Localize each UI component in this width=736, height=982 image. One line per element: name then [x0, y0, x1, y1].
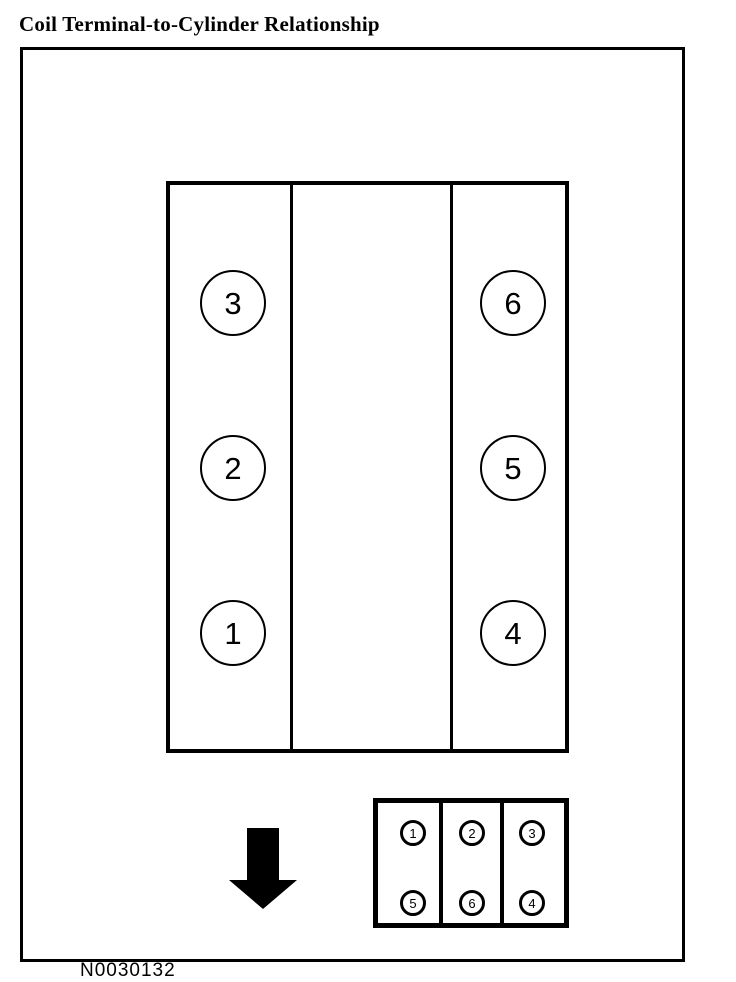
- front-of-engine-arrow: [229, 828, 309, 915]
- coil-terminal-1: 1: [400, 820, 426, 846]
- figure-border: 3 2 1 6 5 4 1 2 3 5 6: [20, 47, 685, 981]
- coil-divider-2: [500, 803, 504, 923]
- coil-terminal-2: 2: [459, 820, 485, 846]
- coil-terminal-5: 5: [400, 890, 426, 916]
- cylinder-marker-3: 3: [200, 270, 266, 336]
- cylinder-marker-4: 4: [480, 600, 546, 666]
- cylinder-marker-5: 5: [480, 435, 546, 501]
- coil-divider-1: [439, 803, 443, 923]
- page-title: Coil Terminal-to-Cylinder Relationship: [19, 12, 380, 36]
- cylinder-marker-1: 1: [200, 600, 266, 666]
- coil-terminal-6: 6: [459, 890, 485, 916]
- coil-terminal-3: 3: [519, 820, 545, 846]
- cylinder-marker-2: 2: [200, 435, 266, 501]
- figure-id-label: N0030132: [80, 960, 176, 981]
- cylinder-marker-6: 6: [480, 270, 546, 336]
- ignition-coil-pack: 1 2 3 5 6 4: [373, 798, 569, 928]
- block-divider-left: [290, 185, 293, 749]
- coil-terminal-4: 4: [519, 890, 545, 916]
- engine-cylinder-block: 3 2 1 6 5 4: [166, 181, 569, 753]
- block-divider-right: [450, 185, 453, 749]
